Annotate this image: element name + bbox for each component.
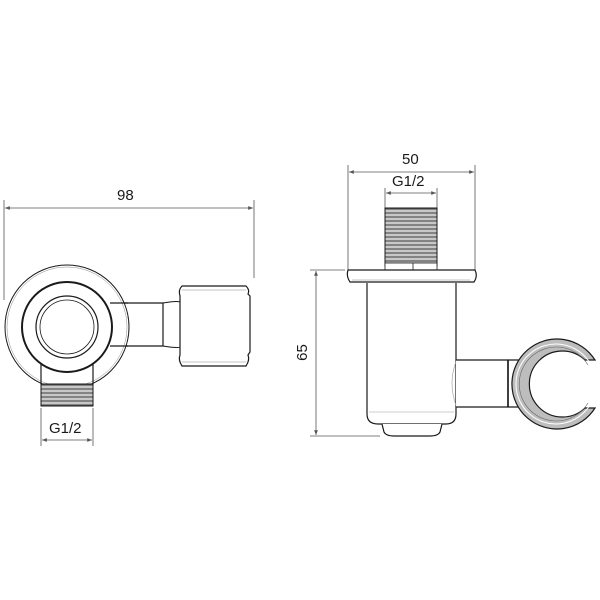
- dimension-g12-left: [40, 408, 94, 446]
- dimension-65: [310, 269, 380, 437]
- label-flange-width: 50: [402, 151, 419, 168]
- label-thread-right: G1/2: [392, 173, 425, 190]
- dimension-g12-right: [384, 188, 438, 208]
- dimension-98: [3, 200, 255, 300]
- right-view: [310, 165, 597, 437]
- label-height: 65: [293, 344, 311, 361]
- dimension-50: [347, 165, 476, 270]
- c-holder: [511, 338, 597, 430]
- label-thread-left: G1/2: [49, 420, 82, 437]
- right-thread: [384, 207, 438, 267]
- left-view: [3, 200, 255, 446]
- left-thread: [40, 383, 94, 407]
- label-overall-width: 98: [117, 187, 134, 204]
